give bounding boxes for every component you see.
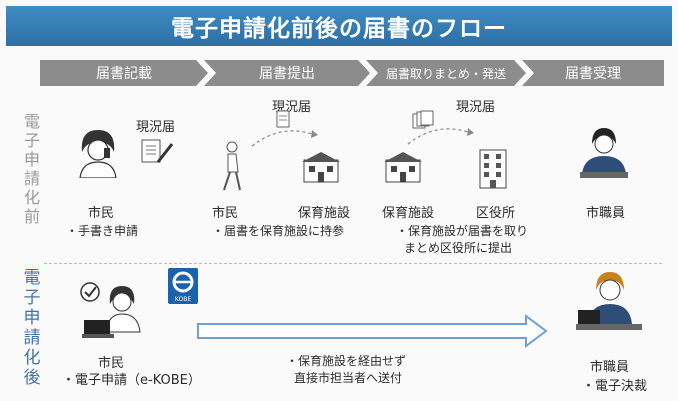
side-char: 申: [23, 150, 40, 169]
actor-label: 市職員: [586, 206, 626, 221]
citizen-phone-icon: [79, 130, 117, 178]
document-icon: [276, 110, 290, 128]
step-chevron-write: 届書記載: [40, 60, 208, 86]
chevron-shape: [204, 60, 370, 86]
dashed-arrow: [407, 128, 474, 145]
actor-label: 市民: [98, 356, 125, 371]
e-kobe-mark-icon: [172, 271, 194, 293]
e-kobe-logo: KOBE: [168, 268, 198, 304]
doc-label: 現況届: [456, 100, 496, 115]
chevron-shape: [40, 60, 208, 86]
section-divider: [44, 263, 662, 264]
step-label: 届書取りまとめ・発送: [385, 66, 506, 81]
step-label: 届書提出: [259, 66, 315, 82]
step-label: 届書記載: [96, 66, 152, 82]
side-char: 請: [23, 328, 41, 348]
note-text: ・電子決裁: [582, 379, 648, 394]
document-pen-icon: [141, 139, 174, 163]
step-chevron-submit: 届書提出: [204, 60, 370, 86]
side-char: 申: [23, 308, 41, 328]
side-char: 電: [23, 112, 40, 131]
step-label: 届書受理: [565, 66, 621, 82]
actor-label: 市民: [88, 206, 115, 221]
side-char: 前: [23, 207, 40, 226]
city-staff-laptop-icon: [576, 272, 642, 330]
chevron-shape: [522, 60, 664, 86]
city-staff-icon: [580, 128, 628, 178]
chevron-shape: [366, 60, 526, 86]
page-title: 電子申請化前後の届書のフロー: [6, 6, 672, 46]
actor-label: 保育施設: [298, 206, 351, 221]
side-char: 子: [23, 131, 40, 150]
note-text: まとめ区役所に提出: [404, 241, 513, 255]
side-label-before: 電 子 申 請 化 前: [22, 112, 42, 226]
step-chevron-receive: 届書受理: [522, 60, 664, 86]
step-chevron-collect: 届書取りまとめ・発送: [366, 60, 526, 86]
note-text: ・保育施設が届書を取り: [396, 224, 529, 238]
nursery-building-icon: [302, 152, 340, 183]
document-stack-icon: [412, 110, 434, 129]
side-char: 請: [23, 169, 40, 188]
side-char: 子: [23, 288, 41, 308]
actor-label: 市職員: [590, 360, 630, 375]
actor-label: 区役所: [476, 206, 516, 221]
note-text: ・手書き申請: [66, 224, 139, 238]
side-char: 後: [23, 368, 41, 388]
actor-label: 市民: [212, 206, 239, 221]
side-label-after: 電 子 申 請 化 後: [22, 268, 42, 388]
side-char: 電: [23, 268, 41, 288]
direct-flow-arrow: [197, 314, 548, 348]
note-text: 直接市担当者へ送付: [294, 371, 403, 385]
side-char: 化: [23, 188, 40, 207]
citizen-laptop-icon: [80, 282, 141, 338]
note-text: ・電子申請（e-KOBE）: [62, 373, 201, 388]
doc-label: 現況届: [136, 120, 176, 135]
walking-person-icon: [223, 141, 241, 191]
side-char: 化: [23, 348, 41, 368]
ward-office-icon: [479, 149, 507, 189]
note-text: ・届書を保育施設に持参: [212, 224, 345, 238]
dashed-arrow: [251, 130, 318, 147]
actor-label: 保育施設: [382, 206, 435, 221]
nursery-building-icon: [384, 152, 422, 183]
note-text: ・保育施設を経由せず: [286, 354, 407, 368]
logo-text: KOBE: [174, 296, 192, 303]
